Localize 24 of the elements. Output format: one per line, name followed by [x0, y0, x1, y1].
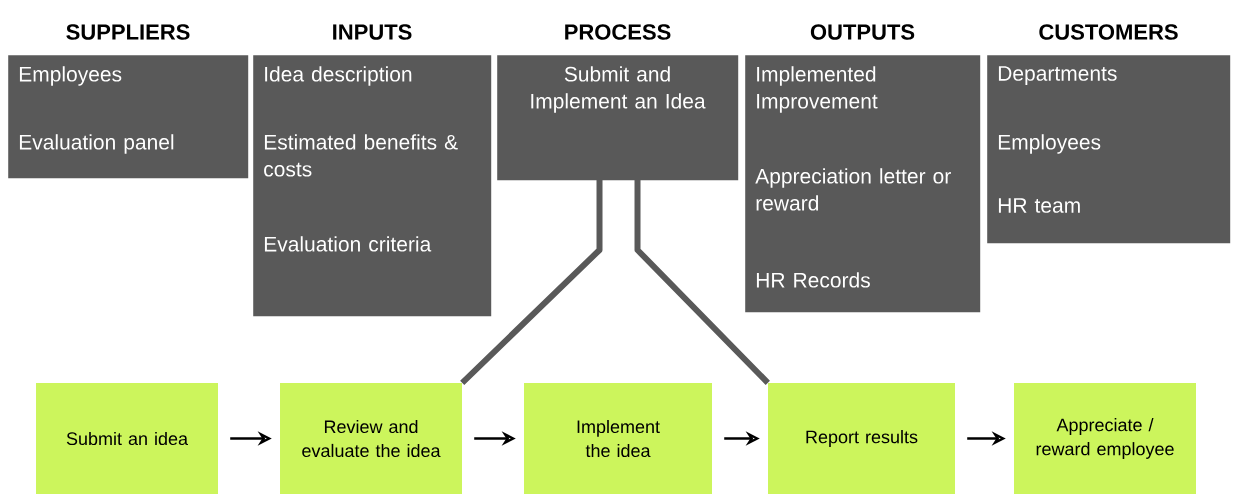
list-item: Evaluation criteria	[264, 236, 432, 252]
column-heading: OUTPUTS	[810, 24, 915, 40]
list-item: Evaluation panel	[19, 134, 174, 154]
step-box: Report results	[768, 383, 955, 494]
list-item: Implemented Improvement	[757, 66, 878, 113]
list-item: Departments	[998, 66, 1117, 85]
list-item: Estimated benefits & costs	[264, 134, 458, 177]
list-item: Employees	[998, 134, 1101, 154]
column-heading: PROCESS	[565, 24, 671, 40]
column-heading: CUSTOMERS	[1039, 24, 1178, 40]
zoom-line	[460, 180, 603, 385]
column-heading: SUPPLIERS	[66, 24, 190, 40]
zoom-line	[634, 180, 770, 385]
step-box: Submit an idea	[36, 383, 218, 494]
step-box: Appreciate / reward employee	[1014, 383, 1196, 494]
list-item: Idea description	[265, 66, 412, 86]
list-item: Employees	[19, 66, 122, 86]
list-item: Appreciation letter or reward	[755, 168, 951, 211]
step-box: Implement the idea	[524, 383, 712, 494]
list-item: HR team	[998, 198, 1080, 213]
column-heading: INPUTS	[333, 24, 412, 40]
step-box: Review and evaluate the idea	[280, 383, 462, 494]
process-text: Submit and Implement an Idea	[531, 66, 706, 113]
list-item: HR Records	[756, 272, 870, 288]
